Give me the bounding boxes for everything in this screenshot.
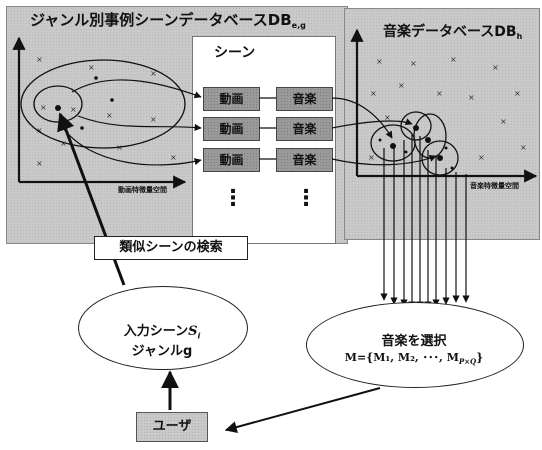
svg-text:×: × (36, 55, 43, 64)
input-genre-label: ジャンルg (131, 344, 193, 359)
svg-text:×: × (70, 105, 77, 114)
svg-text:×: × (520, 143, 527, 152)
input-scene-text: 入力シーン (123, 324, 189, 339)
music-selection-title: 音楽を選択 (381, 334, 447, 349)
svg-text:×: × (36, 159, 43, 168)
genre-scene-database-title-text: ジャンル別事例シーンデータベースDB (30, 11, 292, 29)
music-selection-formula-text: M={M₁, M₂, ･･･, M (344, 351, 459, 364)
music-selection-formula-sub: P×Q (458, 357, 477, 367)
video-feature-axes (12, 36, 187, 189)
svg-text:×: × (450, 55, 457, 64)
music-database-title: 音楽データベースDBh (383, 21, 522, 41)
svg-text:×: × (478, 153, 485, 162)
svg-text:×: × (106, 111, 113, 120)
input-scene-var-sub: i (197, 331, 201, 341)
input-scene-var: S (188, 324, 198, 339)
scene-box-title: シーン (214, 45, 256, 61)
svg-text:×: × (150, 69, 157, 78)
select-music-arrows (380, 134, 470, 309)
genre-scene-database-title-sub: e,g (291, 21, 306, 30)
svg-text:×: × (60, 139, 67, 148)
genre-scene-database-title: ジャンル別事例シーンデータベースDBe,g (30, 9, 306, 30)
svg-text:×: × (376, 57, 383, 66)
scene-row-1-video: 動画 (203, 87, 260, 111)
scene-row-2-music: 音楽 (276, 117, 333, 141)
music-feature-space-label: 音楽特徴量空間 (470, 182, 519, 190)
svg-text:×: × (40, 103, 47, 112)
svg-text:×: × (398, 81, 405, 90)
svg-text:×: × (468, 93, 475, 102)
scene-row-3-music: 音楽 (276, 148, 333, 172)
scene-row-3-video: 動画 (203, 148, 260, 172)
scene-box-ellipsis-music: ⋮ (295, 186, 317, 211)
similar-scene-search-label: 類似シーンの検索 (94, 236, 248, 260)
music-database-title-text: 音楽データベースDB (383, 24, 517, 40)
music-database-panel (344, 8, 540, 240)
music-selection-formula-end: } (476, 351, 484, 364)
svg-text:×: × (36, 126, 43, 135)
music-data-points: × × × × × × × × × × × × × × (368, 55, 527, 162)
map-music-arrows (331, 97, 437, 166)
retrieve-scenes-arrows (59, 79, 202, 166)
svg-text:×: × (492, 63, 499, 72)
scene-row-1-music: 音楽 (276, 87, 333, 111)
svg-text:×: × (88, 63, 95, 72)
scene-row-2-video: 動画 (203, 117, 260, 141)
svg-text:×: × (500, 117, 507, 126)
scene-box-ellipsis-video: ⋮ (222, 186, 244, 211)
video-data-points: ××× ××× ××× ××× (36, 55, 177, 168)
music-selection-formula: M={M₁, M₂, ･･･, MP×Q} (306, 349, 522, 366)
svg-text:×: × (384, 113, 391, 122)
music-database-title-sub: h (516, 32, 523, 41)
video-feature-space-label: 動画特徴量空間 (118, 186, 167, 194)
svg-text:×: × (514, 89, 521, 98)
svg-text:×: × (410, 59, 417, 68)
svg-text:×: × (436, 89, 443, 98)
music-selection-ellipse (306, 302, 524, 388)
svg-text:×: × (150, 115, 157, 124)
input-scene-label: 入力シーンSi (78, 320, 246, 341)
svg-text:×: × (370, 89, 377, 98)
music-to-user-arrow (224, 387, 381, 433)
svg-text:×: × (368, 153, 375, 162)
svg-text:×: × (170, 153, 177, 162)
user-box: ユーザ (136, 412, 208, 442)
input-scene-ellipse (78, 286, 248, 370)
